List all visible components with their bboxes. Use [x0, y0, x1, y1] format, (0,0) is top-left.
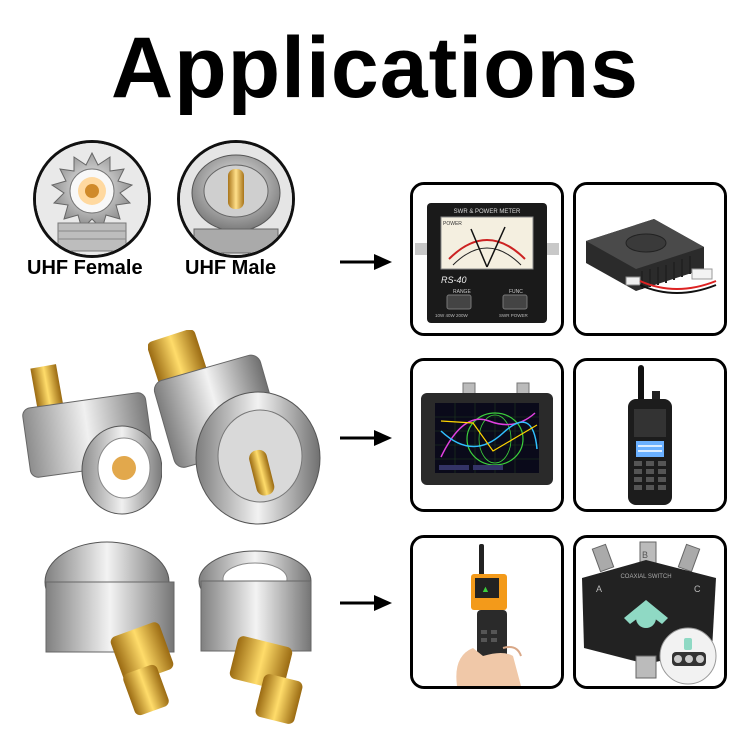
meter-display-icon: ▲ [481, 584, 490, 594]
swr-meter-range-text: RANGE [453, 289, 471, 295]
swr-meter-power-text: POWER [443, 221, 462, 227]
coax-port-c-label: C [694, 584, 701, 594]
swr-meter-photo: SWR & POWER METER POWER RS-40 RANGE FUNC… [410, 182, 564, 336]
coax-port-a-label: A [596, 584, 602, 594]
coax-port-b-label: B [642, 550, 648, 560]
coax-switch-text: COAXIAL SWITCH [620, 574, 671, 580]
handheld-radio-photo [573, 358, 727, 512]
sma-female-to-uhf-female-adapter-photo [185, 545, 335, 725]
uhf-male-photo [177, 140, 295, 258]
uhf-female-to-sma-adapter-photo [22, 360, 162, 525]
sma-male-to-uhf-male-adapter-photo [32, 538, 192, 718]
coaxial-switch-photo: COAXIAL SWITCH A B C [573, 535, 727, 689]
radio-module-photo [573, 182, 727, 336]
uhf-male-label: UHF Male [185, 257, 277, 279]
radio-with-meter-in-hand-photo: ▲ [410, 535, 564, 689]
arrow-right-icon [340, 428, 392, 448]
antenna-analyzer-photo [410, 358, 564, 512]
swr-meter-brand-text: RS-40 [441, 275, 467, 285]
uhf-female-label: UHF Female [27, 257, 143, 279]
swr-meter-func-text: FUNC [509, 289, 523, 295]
uhf-male-to-sma-adapter-photo [148, 330, 323, 530]
arrow-right-icon [340, 593, 392, 613]
swr-meter-bottom-left-text: 10W 40W 200W [435, 313, 469, 318]
swr-meter-top-text: SWR & POWER METER [454, 209, 521, 215]
swr-meter-bottom-right-text: SWR POWER [499, 313, 528, 318]
arrow-right-icon [340, 252, 392, 272]
uhf-female-photo [33, 140, 151, 258]
page-title: Applications [110, 20, 640, 116]
